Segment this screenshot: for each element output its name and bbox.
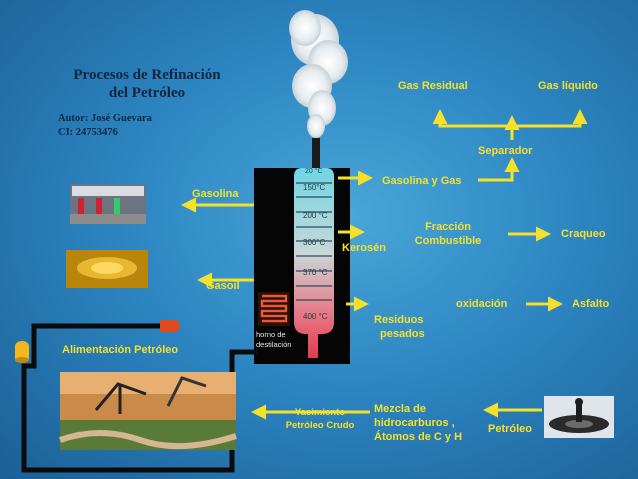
arrow-gas-liquido xyxy=(512,109,588,128)
label-gasolina: Gasolina xyxy=(192,188,239,200)
label-mezcla-line-3: Átomos de C y H xyxy=(374,431,463,443)
label-gas-residual: Gas Residual xyxy=(398,80,468,92)
label-gas-liquido: Gas líquido xyxy=(538,80,598,92)
column-trays xyxy=(296,182,332,301)
temp-label: 300°C xyxy=(303,238,326,247)
label-fraccion-line-2: Combustible xyxy=(414,235,482,247)
flow-arrows xyxy=(181,109,588,420)
page-title: Procesos de Refinación del Petróleo xyxy=(52,66,242,102)
arrow-gas-residual xyxy=(432,109,512,128)
temp-label: 370 °C xyxy=(303,268,328,277)
chimney xyxy=(312,138,320,168)
label-residuos-line-2: pesados xyxy=(380,328,425,340)
temp-label: 200 °C xyxy=(303,211,328,220)
temp-label: 20 °C xyxy=(305,168,323,175)
author-block: Autor: José Guevara CI: 24753476 xyxy=(58,112,152,140)
label-mezcla-line-1: Mezcla de xyxy=(374,403,426,415)
label-craqueo: Craqueo xyxy=(561,228,606,240)
title-line-1: Procesos de Refinación xyxy=(73,67,221,83)
feed-pipe xyxy=(15,320,258,473)
label-separador: Separador xyxy=(478,145,533,157)
temp-label: 150°C xyxy=(303,183,326,192)
author-ci: CI: 24753476 xyxy=(58,127,118,138)
arrow-separador xyxy=(478,157,520,182)
horno-label: horno de destilación xyxy=(256,330,291,350)
label-mezcla-line-2: hidrocarburos , xyxy=(374,417,455,429)
author-name: Autor: José Guevara xyxy=(58,113,152,124)
oil-splash-photo xyxy=(544,396,614,438)
label-mezcla: Mezcla de hidrocarburos , Átomos de C y … xyxy=(374,402,462,444)
label-oxidacion: oxidación xyxy=(456,298,508,310)
smoke-plume xyxy=(289,10,348,138)
horno-label-line-1: horno de xyxy=(256,330,286,339)
label-alimentacion: Alimentación Petróleo xyxy=(62,344,179,356)
furnace-coil xyxy=(258,292,290,326)
temp-label: 400 °C xyxy=(303,312,328,321)
oil-drop-photo xyxy=(66,250,148,288)
label-kerosen: Kerosén xyxy=(342,242,387,254)
label-fraccion-line-1: Fracción xyxy=(425,221,471,233)
label-gasolina-gas: Gasolina y Gas xyxy=(382,175,462,187)
label-yacimiento-line-1: Yacimiento xyxy=(294,407,346,418)
label-petroleo: Petróleo xyxy=(488,423,533,435)
label-yacimiento: Yacimiento Petróleo Crudo xyxy=(278,406,362,432)
gas-station-photo xyxy=(70,184,146,224)
label-residuos-line-1: Residuos xyxy=(374,314,424,326)
label-yacimiento-line-2: Petróleo Crudo xyxy=(285,420,355,431)
label-fraccion-combustible: Fracción Combustible xyxy=(410,220,486,248)
label-residuos-pesados: Residuos pesados xyxy=(374,313,425,341)
oilfield-photo xyxy=(59,372,237,450)
label-asfalto: Asfalto xyxy=(572,298,610,310)
label-gasoil: Gasoil xyxy=(206,280,240,292)
title-line-2: del Petróleo xyxy=(108,85,186,101)
horno-label-line-2: destilación xyxy=(256,340,292,349)
fractionating-column xyxy=(294,168,334,358)
